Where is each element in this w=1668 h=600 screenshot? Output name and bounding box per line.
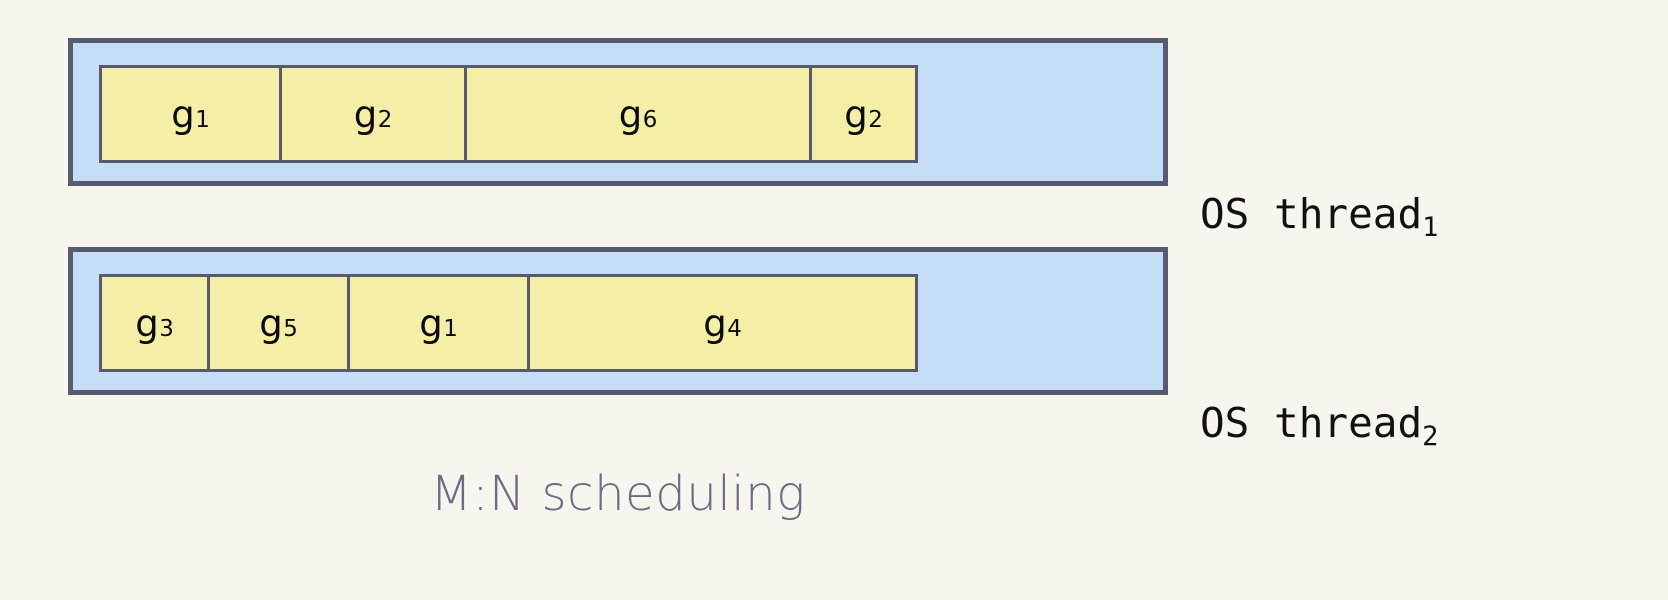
goroutine-label: g (135, 301, 160, 345)
figure-caption: M:N scheduling (430, 466, 806, 522)
goroutine-subscript: 1 (443, 316, 458, 343)
goroutine-label: g (844, 92, 869, 136)
os-thread-label-text: OS thread (1200, 190, 1423, 238)
goroutine-label: g (419, 301, 444, 345)
goroutine-label: g (171, 92, 196, 136)
goroutine-subscript: 5 (283, 316, 298, 343)
goroutine-subscript: 2 (377, 107, 393, 134)
goroutine-label: g (353, 92, 378, 136)
goroutine-label: g (703, 301, 728, 345)
goroutine-subscript: 6 (642, 107, 658, 134)
os-thread-label: OS thread2 (1200, 399, 1438, 452)
os-thread-label: OS thread1 (1200, 190, 1438, 243)
goroutine-subscript: 4 (727, 316, 742, 343)
os-thread-label-subscript: 2 (1422, 421, 1439, 453)
goroutine-label: g (618, 92, 643, 136)
goroutine-subscript: 3 (159, 316, 174, 343)
goroutine-subscript: 2 (868, 107, 883, 134)
goroutine-subscript: 1 (195, 107, 210, 134)
os-thread-label-subscript: 1 (1422, 212, 1439, 244)
goroutine-label: g (259, 301, 284, 345)
os-thread-label-text: OS thread (1200, 399, 1423, 447)
